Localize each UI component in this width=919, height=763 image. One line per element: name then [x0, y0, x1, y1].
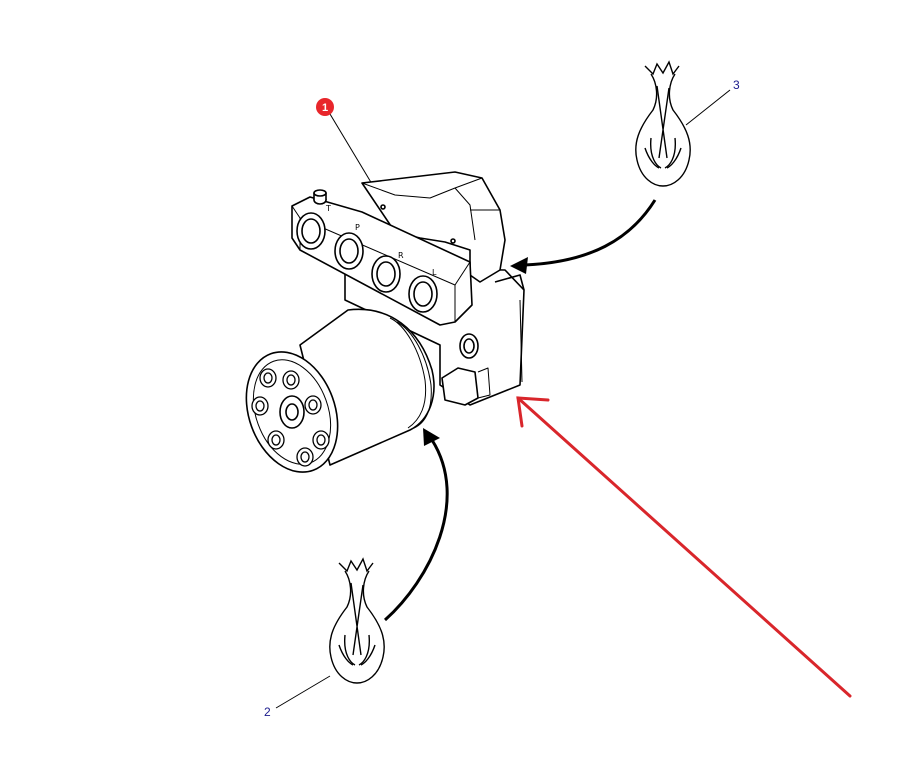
callout-3[interactable]: 3	[733, 78, 740, 92]
oil-drop-icon	[329, 557, 385, 684]
application-arrow-2	[384, 439, 449, 622]
steering-control-unit[interactable]	[230, 171, 525, 485]
pointer-arrow	[516, 396, 852, 698]
part-badge-1[interactable]: 1	[316, 98, 334, 116]
application-arrow-3	[524, 199, 657, 267]
oil-drop-icon	[635, 60, 691, 187]
port-letter-r: R	[398, 251, 404, 260]
port-letter-l: L	[432, 268, 437, 277]
port-l	[408, 275, 438, 313]
leader-line-2	[275, 675, 331, 709]
leader-line-3	[685, 89, 731, 126]
port-letter-t: T	[325, 204, 331, 213]
port-p	[334, 232, 364, 270]
callout-2[interactable]: 2	[264, 705, 271, 719]
badge-1-label: 1	[322, 102, 328, 114]
port-t	[296, 212, 326, 250]
leader-line-1	[329, 113, 373, 185]
port-letter-p: P	[355, 223, 360, 232]
port-r	[371, 255, 401, 293]
